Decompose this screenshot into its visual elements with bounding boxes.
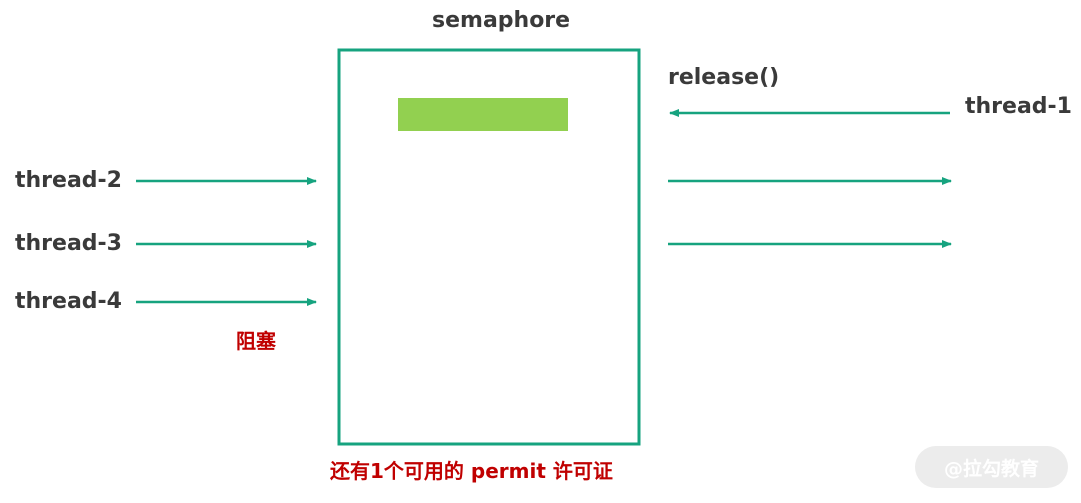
thread-4-label: thread-4 [15, 289, 122, 314]
thread-2-label: thread-2 [15, 168, 122, 193]
release-label: release() [668, 65, 780, 90]
semaphore-title: semaphore [432, 8, 571, 33]
permit-caption: 还有1个可用的 permit 许可证 [330, 459, 613, 483]
watermark-badge: @拉勾教育 [915, 446, 1068, 488]
permit-block [398, 98, 568, 131]
thread-1-label: thread-1 [965, 94, 1072, 119]
semaphore-box [337, 48, 641, 446]
watermark-text: @拉勾教育 [943, 457, 1039, 480]
blocked-label: 阻塞 [236, 329, 276, 353]
thread-3-label: thread-3 [15, 231, 122, 256]
